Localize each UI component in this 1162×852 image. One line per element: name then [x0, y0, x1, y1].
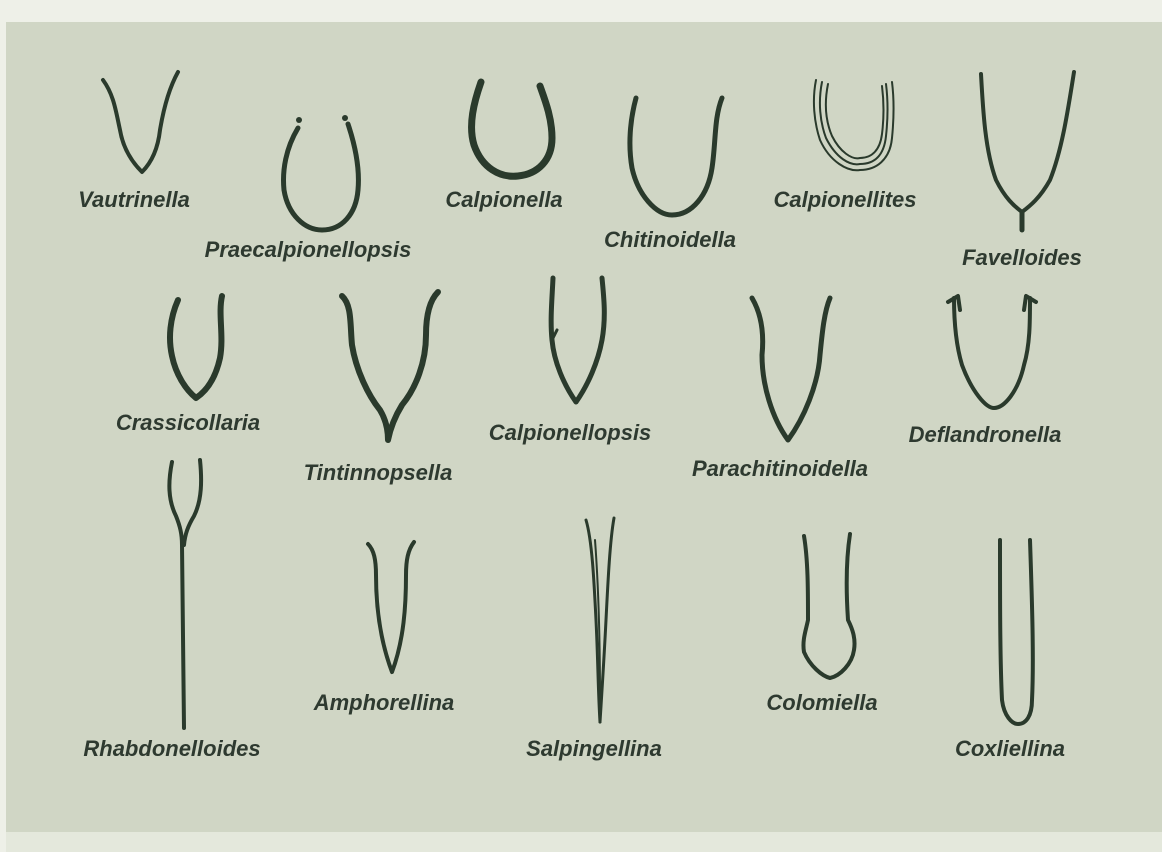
crassicollaria-label: Crassicollaria: [116, 410, 260, 435]
calpionellopsis-outline: [551, 278, 604, 402]
colomiella-outline: [803, 534, 854, 678]
chitinoidella-label: Chitinoidella: [604, 227, 736, 252]
parachitinoidella-outline: [752, 298, 830, 440]
favelloides-outline: [981, 72, 1074, 230]
coxliellina-label: Coxliellina: [955, 736, 1065, 761]
tintinnopsella-outline: [342, 292, 438, 440]
favelloides-label: Favelloides: [962, 245, 1082, 270]
amphorellina-label: Amphorellina: [313, 690, 455, 715]
calpionellites-label: Calpionellites: [773, 187, 916, 212]
calpionellopsis-label: Calpionellopsis: [489, 420, 652, 445]
tintinnopsella-label: Tintinnopsella: [304, 460, 453, 485]
vautrinella-label: Vautrinella: [78, 187, 190, 212]
calpionellites-outline: [814, 80, 894, 170]
deflandronella-outline: [948, 296, 1036, 408]
coxliellina-outline: [1000, 540, 1033, 724]
salpingellina-label: Salpingellina: [526, 736, 662, 761]
praecalpionellopsis-outline: [284, 115, 359, 230]
salpingellina-outline: [586, 518, 614, 722]
colomiella-label: Colomiella: [766, 690, 877, 715]
calpionella-label: Calpionella: [445, 187, 562, 212]
rhabdonelloides-label: Rhabdonelloides: [83, 736, 260, 761]
parachitinoidella-label: Parachitinoidella: [692, 456, 868, 481]
amphorellina-outline: [368, 542, 414, 672]
deflandronella-label: Deflandronella: [909, 422, 1062, 447]
praecalpionellopsis-label: Praecalpionellopsis: [205, 237, 412, 262]
vautrinella-outline: [103, 72, 178, 172]
crassicollaria-outline: [170, 296, 222, 398]
rhabdonelloides-outline: [169, 460, 201, 728]
chitinoidella-outline: [630, 98, 722, 215]
calpionella-outline: [472, 82, 552, 176]
